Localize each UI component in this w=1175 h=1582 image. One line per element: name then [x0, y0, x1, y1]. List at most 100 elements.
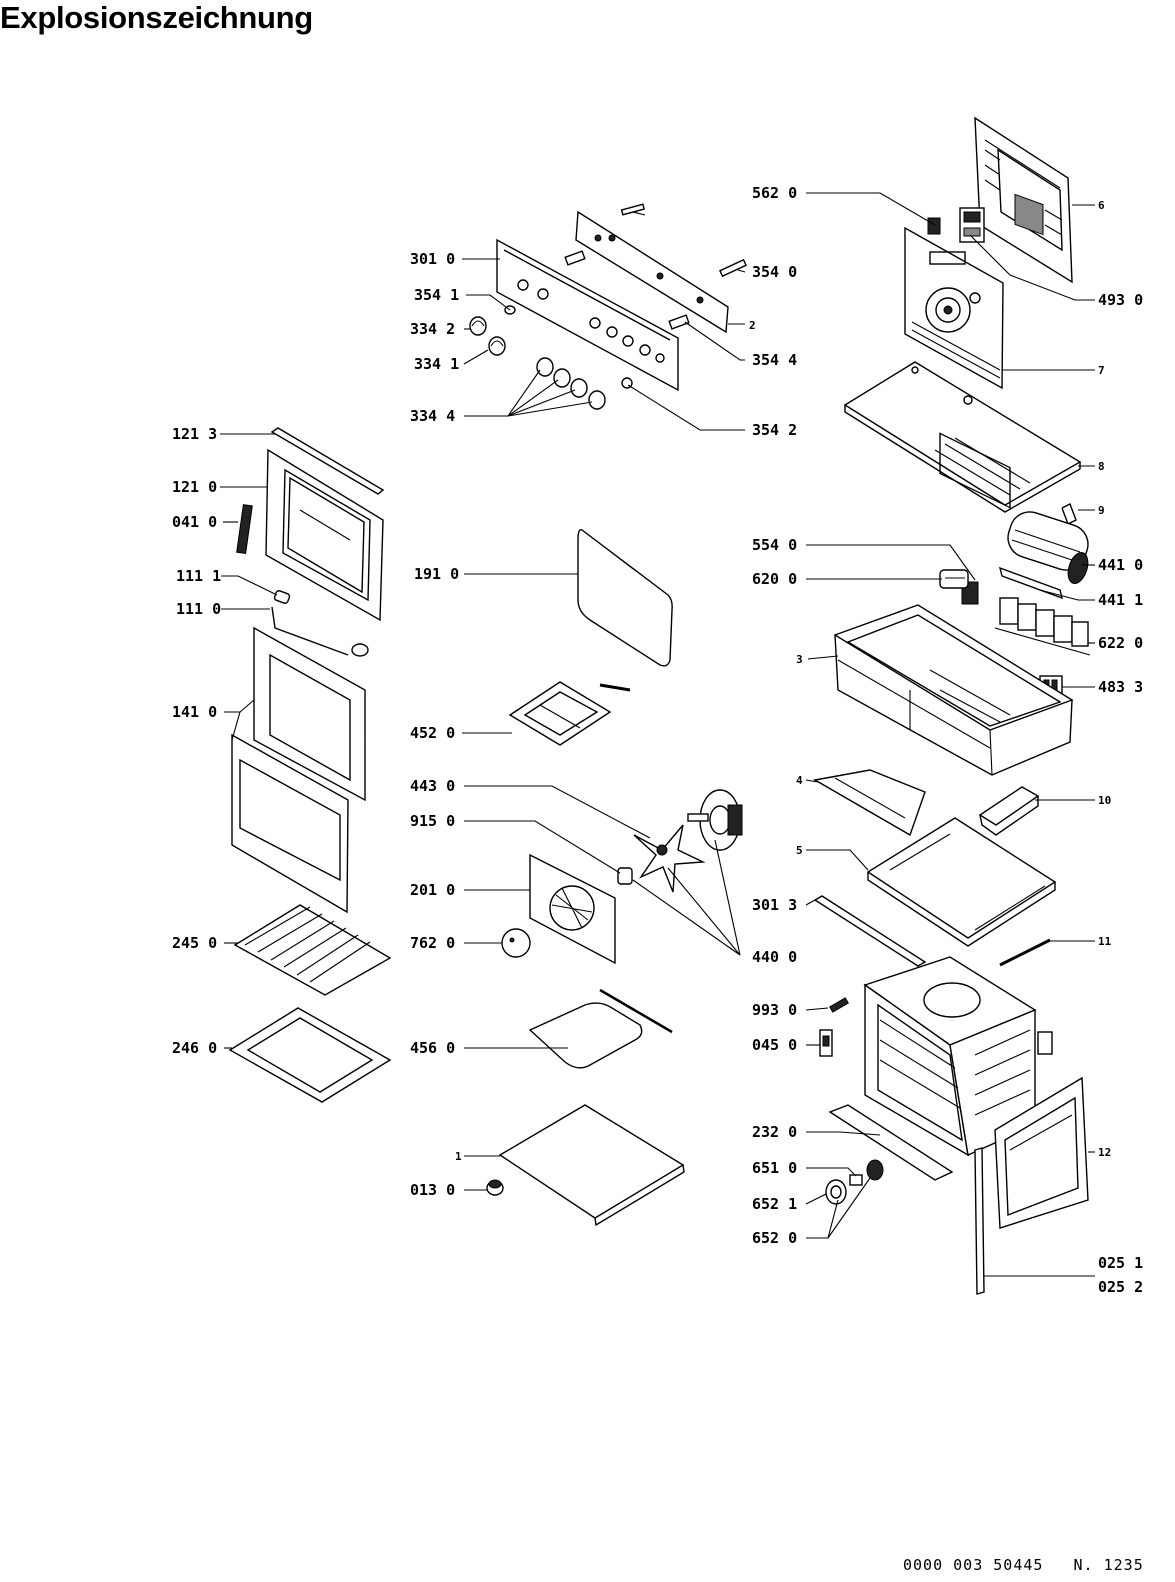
foot-013: [486, 1179, 504, 1196]
tangential-fan: [1007, 511, 1089, 584]
label-11: 11: [1098, 935, 1112, 948]
rear-wall-panel: [904, 226, 1004, 390]
label-334-4: 334 4: [410, 407, 455, 425]
knobs-334-4: [536, 357, 606, 410]
leader-lines: [220, 192, 1095, 1277]
label-7: 7: [1098, 364, 1105, 377]
lamp-cover-652: [825, 1179, 847, 1205]
screw-993: [829, 997, 849, 1013]
door-trim-121-3: [270, 427, 385, 495]
selector-switches: [994, 597, 1091, 656]
fan-blade-443: [633, 824, 706, 893]
fan-cover-201: [529, 853, 616, 965]
hinge-111-1: [273, 590, 291, 604]
label-334-1: 334 1: [414, 355, 459, 373]
label-6: 6: [1098, 199, 1105, 212]
label-232-0: 232 0: [752, 1123, 797, 1141]
lamp-651: [849, 1159, 884, 1186]
screw-upper: [564, 250, 586, 266]
control-panel-bracket: [575, 203, 729, 334]
screw-354-0: [719, 258, 747, 278]
label-9: 9: [1098, 504, 1105, 517]
switch-620: [939, 569, 969, 589]
wire-rack: [233, 904, 392, 996]
control-housing-frame: [833, 604, 1074, 776]
label-456-0: 456 0: [410, 1039, 455, 1057]
fan-motor-440: [687, 789, 743, 851]
label-3: 3: [796, 653, 803, 666]
front-trim-232: [828, 1104, 954, 1181]
label-620-0: 620 0: [752, 570, 797, 588]
label-245-0: 245 0: [172, 934, 217, 952]
label-443-0: 443 0: [410, 777, 455, 795]
label-191-0: 191 0: [414, 565, 459, 583]
baking-tray: [228, 1007, 392, 1103]
knob-334-1: [488, 336, 506, 356]
label-762-0: 762 0: [410, 934, 455, 952]
label-441-0: 441 0: [1098, 556, 1143, 574]
base-plate-1: [498, 1104, 685, 1227]
label-915-0: 915 0: [410, 812, 455, 830]
label-441-1: 441 1: [1098, 591, 1143, 609]
door-seal-191: [577, 529, 673, 667]
label-354-0: 354 0: [752, 263, 797, 281]
label-483-3: 483 3: [1098, 678, 1143, 696]
label-493-0: 493 0: [1098, 291, 1143, 309]
label-045-0: 045 0: [752, 1036, 797, 1054]
strip-301-3: [813, 895, 927, 967]
label-141-0: 141 0: [172, 703, 217, 721]
side-rail-025: [974, 1147, 985, 1295]
label-201-0: 201 0: [410, 881, 455, 899]
label-013-0: 013 0: [410, 1181, 455, 1199]
label-12: 12: [1098, 1146, 1111, 1159]
bottom-plate: [866, 817, 1057, 947]
label-246-0: 246 0: [172, 1039, 217, 1057]
label-554-0: 554 0: [752, 536, 797, 554]
door-handle-041: [236, 504, 253, 555]
rod-11: [999, 938, 1051, 967]
label-652-1: 652 1: [752, 1195, 797, 1213]
label-993-0: 993 0: [752, 1001, 797, 1019]
label-121-0: 121 0: [172, 478, 217, 496]
round-plate-762: [501, 928, 531, 958]
label-111-0: 111 0: [176, 600, 221, 618]
label-041-0: 041 0: [172, 513, 217, 531]
fan-bracket-441-1: [999, 566, 1063, 600]
label-025-1: 025 1: [1098, 1254, 1143, 1272]
label-301-0: 301 0: [410, 250, 455, 268]
rear-cover-panel: [974, 116, 1073, 284]
label-440-0: 440 0: [752, 948, 797, 966]
label-5: 5: [796, 844, 803, 857]
grill-element-456: [528, 988, 673, 1069]
front-control-panel: [496, 238, 679, 392]
clip-562: [927, 217, 941, 235]
label-452-0: 452 0: [410, 724, 455, 742]
nut-915: [617, 867, 633, 885]
hinge-rod-111-0: [271, 606, 369, 657]
outer-glass-141: [231, 733, 349, 914]
label-2: 2: [749, 319, 756, 332]
label-8: 8: [1098, 460, 1105, 473]
label-1: 1: [455, 1150, 462, 1163]
label-354-1: 354 1: [414, 286, 459, 304]
label-354-4: 354 4: [752, 351, 797, 369]
label-025-2: 025 2: [1098, 1278, 1143, 1296]
deflector-tray: [813, 769, 926, 837]
label-121-3: 121 3: [172, 425, 217, 443]
label-4: 4: [796, 774, 803, 787]
heating-element-452: [508, 681, 631, 746]
label-652-0: 652 0: [752, 1229, 797, 1247]
bracket-10: [978, 786, 1040, 836]
label-354-2: 354 2: [752, 421, 797, 439]
door-frame: [265, 448, 384, 622]
part-labels: 562 0 6 493 0 301 0 354 0 354 1 334 2 2 …: [172, 184, 1143, 1296]
label-334-2: 334 2: [410, 320, 455, 338]
label-562-0: 562 0: [752, 184, 797, 202]
label-622-0: 622 0: [1098, 634, 1143, 652]
screw-354-4: [668, 314, 690, 330]
side-panel: [994, 1076, 1089, 1229]
bracket-9: [1061, 503, 1077, 525]
inner-glass-141: [253, 626, 366, 802]
label-10: 10: [1098, 794, 1111, 807]
